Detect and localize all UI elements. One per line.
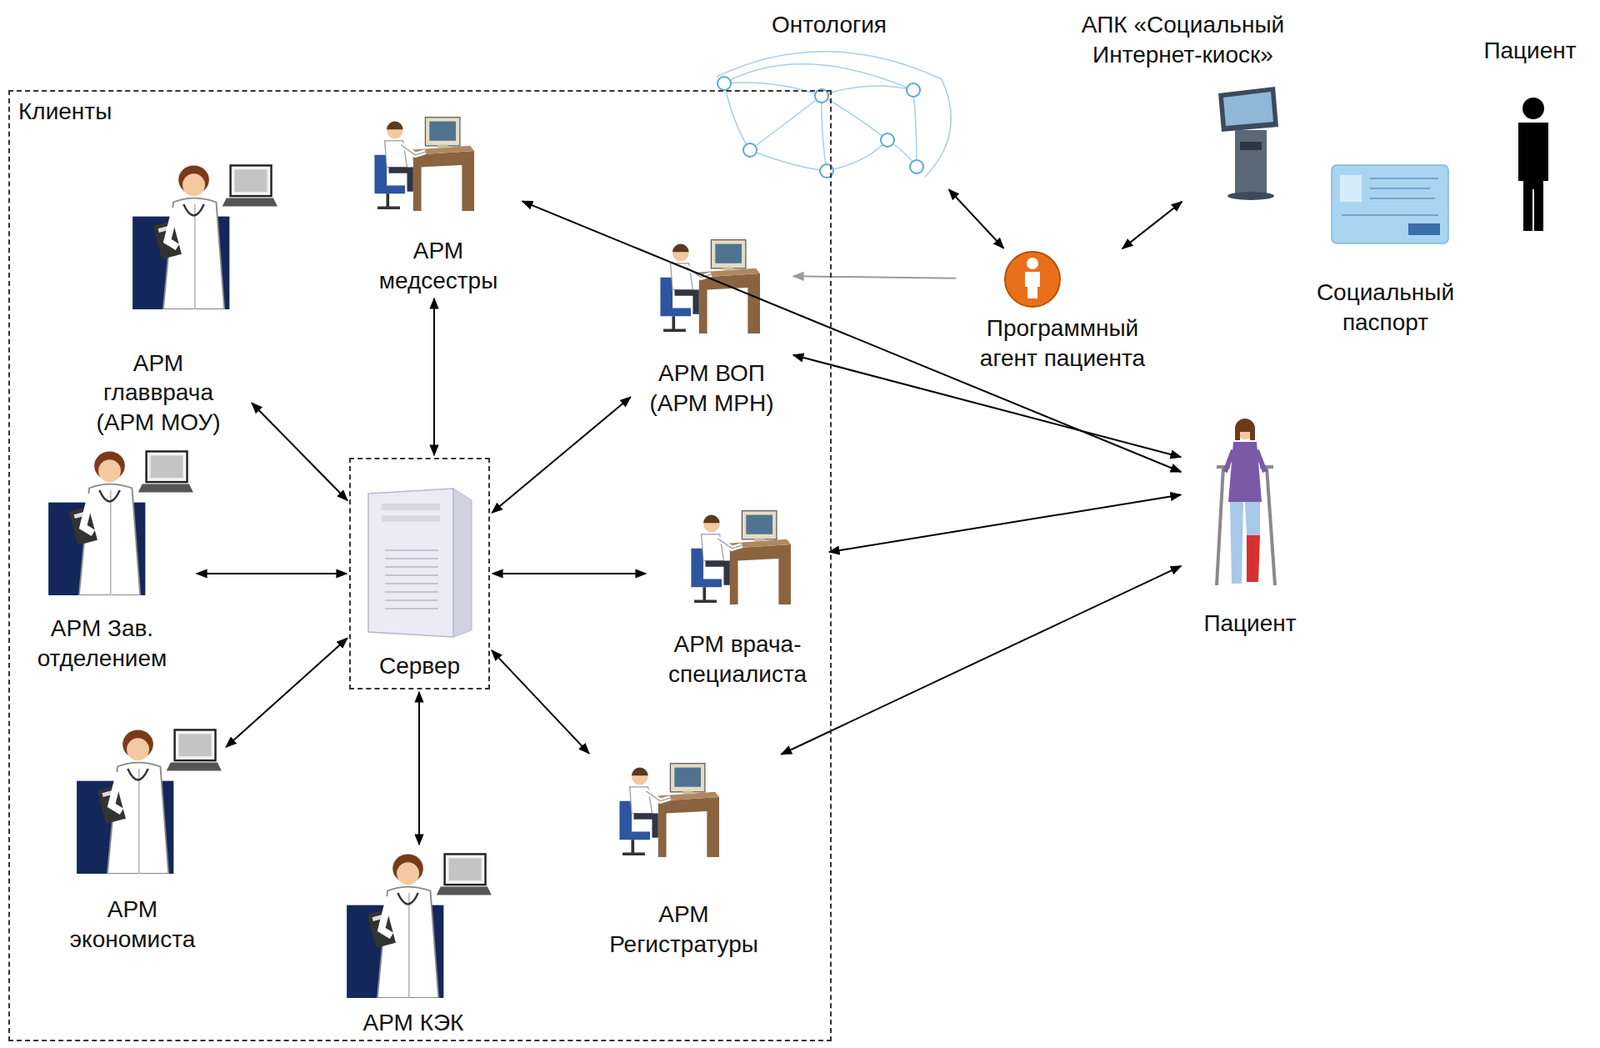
ontology: Онтология (691, 10, 967, 188)
node-label: АРМ КЭК (363, 1007, 465, 1038)
connector-arrow (780, 565, 1181, 755)
node-label: АПК «Социальный Интернет-киоск» (1079, 10, 1288, 70)
patient-figure: Пациент (1466, 35, 1594, 236)
connector-arrow (949, 189, 1005, 249)
workstation: АРМ КЭК (326, 846, 500, 1038)
connector-arrow (418, 691, 420, 845)
workstation: АРМ Зав. отделением (10, 449, 195, 674)
client-group: КлиентыАРМ медсестрыАРМ главврача (АРМ М… (8, 90, 832, 1041)
kiosk: АПК «Социальный Интернет-киоск» (1075, 10, 1291, 200)
node-label: Социальный паспорт (1302, 277, 1470, 338)
node-label: Пациент (1483, 35, 1576, 66)
node-label: АРМ ВОП (АРМ МРН) (640, 358, 783, 419)
connector-arrow (1122, 201, 1183, 249)
workstation: АРМ врача-специалиста (648, 500, 827, 690)
node-label: Пациент (1203, 608, 1296, 639)
connector-arrow (251, 402, 348, 500)
workstation: АРМ Регистратуры (581, 755, 786, 960)
connector-arrow (491, 396, 630, 513)
node-label: АРМ Регистратуры (592, 899, 776, 960)
workstation: АРМ медсестры (356, 112, 520, 296)
social-passport: Социальный паспорт (1295, 158, 1475, 338)
node-label: АРМ медсестры (375, 235, 501, 296)
connector-arrow (522, 200, 1181, 472)
connector-arrow (492, 572, 646, 575)
server: Сервер (349, 457, 490, 690)
node-label: Программный агент пациента (962, 313, 1163, 374)
patient-figure: Пациент (1183, 413, 1317, 639)
workstation: АРМ ВОП (АРМ МРН) (632, 232, 791, 419)
workstation: АРМ главврача (АРМ МОУ) (66, 158, 250, 438)
connector-arrow (793, 275, 956, 279)
connector-arrow (491, 650, 590, 754)
node-label: АРМ врача-специалиста (658, 629, 817, 690)
connector-arrow (829, 494, 1181, 552)
connector-arrow (225, 637, 348, 747)
patient-agent: Программный агент пациента (958, 250, 1167, 374)
connector-arrow (196, 572, 347, 575)
workstation: АРМ экономиста (40, 724, 225, 955)
node-label: АРМ Зав. отделением (19, 613, 186, 674)
node-label: Онтология (771, 10, 887, 40)
connector-arrow (433, 298, 435, 455)
node-label: Сервер (379, 650, 460, 681)
node-label: Клиенты (18, 96, 112, 127)
node-label: АРМ экономиста (61, 894, 204, 955)
node-label: АРМ главврача (АРМ МОУ) (87, 348, 230, 438)
